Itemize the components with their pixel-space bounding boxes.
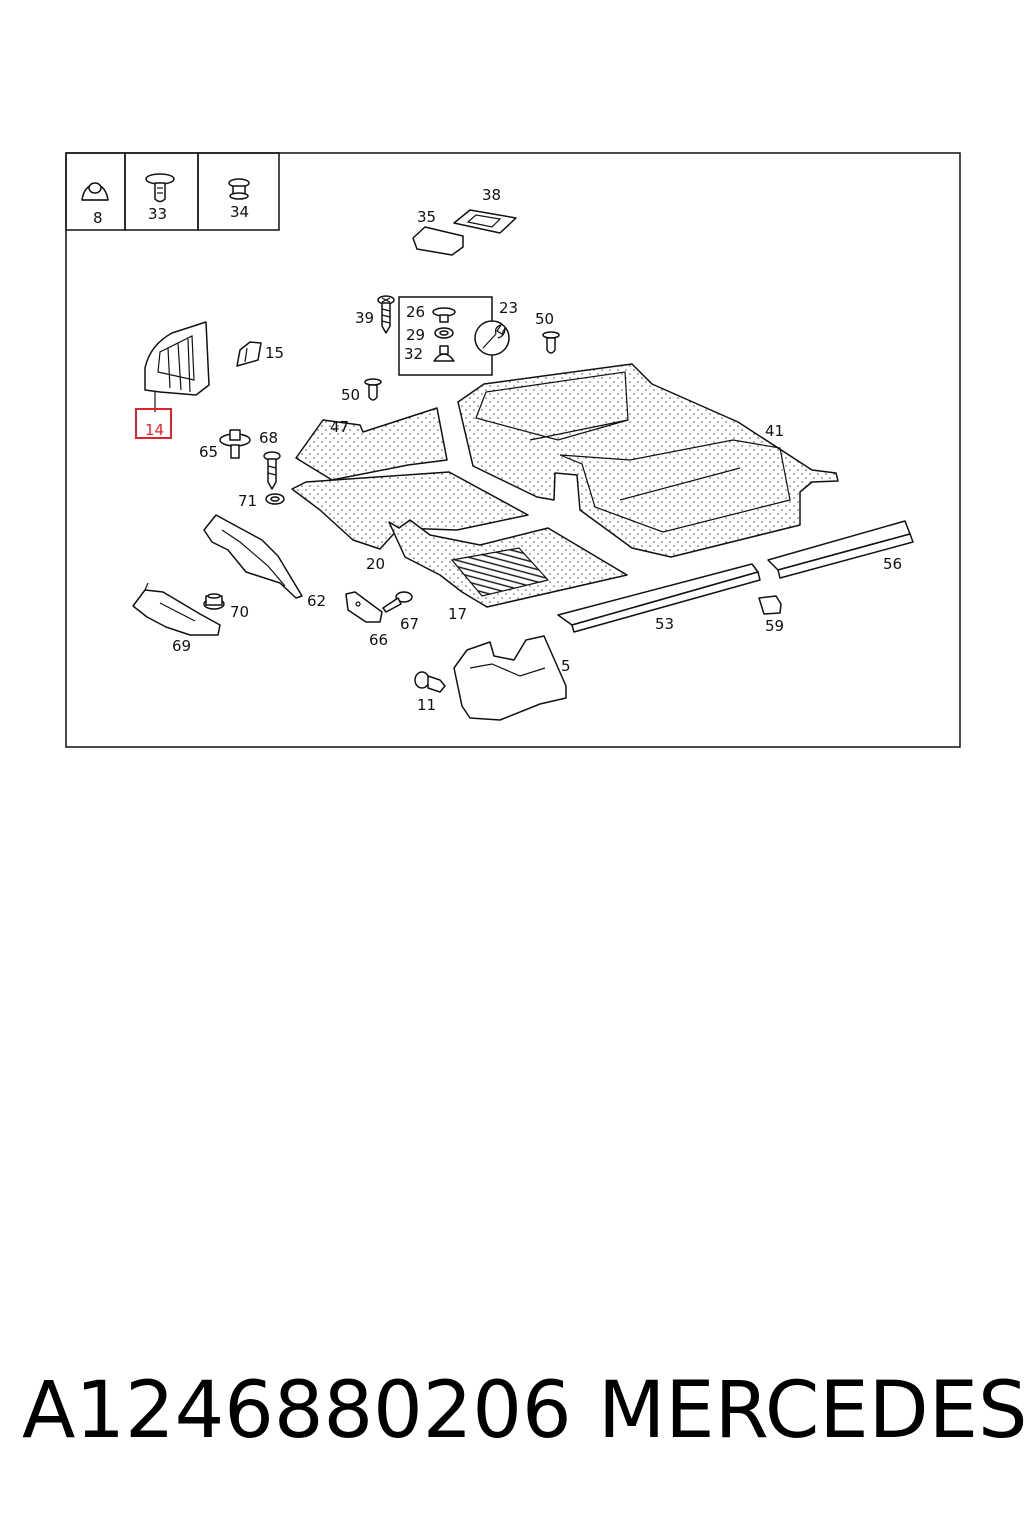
sill-clip-part [758,595,782,615]
callout-label: 59 [765,617,784,635]
clip-icon [145,173,175,203]
push-clip-icon [228,178,250,200]
sill-strip-part [557,563,761,633]
callout-label: 71 [238,492,257,510]
callout-label: 65 [199,443,218,461]
parts-diagram: 8 33 34 [65,152,961,748]
rear-carpet-part [457,363,839,558]
pad-part [412,226,464,256]
floor-mat-part [295,407,448,481]
callout-label: 66 [369,631,388,649]
mount-bracket-part [132,589,221,636]
highlight-box [135,408,172,439]
callout-label: 50 [535,310,554,328]
callout-label: 41 [765,422,784,440]
plate-part [453,209,517,234]
side-panel-part [203,514,303,599]
clip-icon [364,378,382,401]
grommet-icon [81,182,109,201]
plate-part [345,591,383,623]
callout-label: 53 [655,615,674,633]
inset-label: 33 [148,205,167,223]
screw-icon [382,591,413,613]
callout-label: 26 [406,303,425,321]
callout-label: 69 [172,637,191,655]
callout-label: 11 [417,696,436,714]
callout-label: 15 [265,344,284,362]
front-mat-part [291,471,529,550]
screw-icon [263,451,281,490]
inset-label: 34 [230,203,249,221]
fastener-icon [432,307,456,362]
callout-label: 68 [259,429,278,447]
callout-label: 50 [341,386,360,404]
driver-mat-part [388,519,628,608]
callout-label: 29 [406,326,425,344]
washer-icon [265,493,285,505]
callout-label: 17 [448,605,467,623]
bracket-part [236,341,262,367]
highlighted-trim-cover [144,321,210,412]
wrench-icon [474,320,510,356]
callout-label: 20 [366,555,385,573]
callout-label: 39 [355,309,374,327]
callout-label: 62 [307,592,326,610]
part-number: A1246880206 [22,1366,572,1456]
callout-label: 70 [230,603,249,621]
inset-label: 8 [93,209,103,227]
inset-box: 8 33 34 [65,152,280,231]
kick-panel-part [453,635,567,721]
brand-name: MERCEDES [598,1366,1024,1456]
clip-icon [542,331,560,354]
sill-strip-part [767,520,914,579]
callout-label: 35 [417,208,436,226]
diagram-frame [65,152,961,748]
callout-label: 32 [404,345,423,363]
callout-label: 67 [400,615,419,633]
callout-label: 38 [482,186,501,204]
bolt-icon [219,429,251,459]
screw-icon [377,295,395,334]
callout-label: 23 [499,299,518,317]
push-fastener-icon [414,671,446,693]
callout-label: 56 [883,555,902,573]
highlighted-callout-label: 14 [145,421,164,439]
callout-label: 5 [561,657,571,675]
callout-label: 47 [330,418,349,436]
nut-icon [203,593,225,610]
